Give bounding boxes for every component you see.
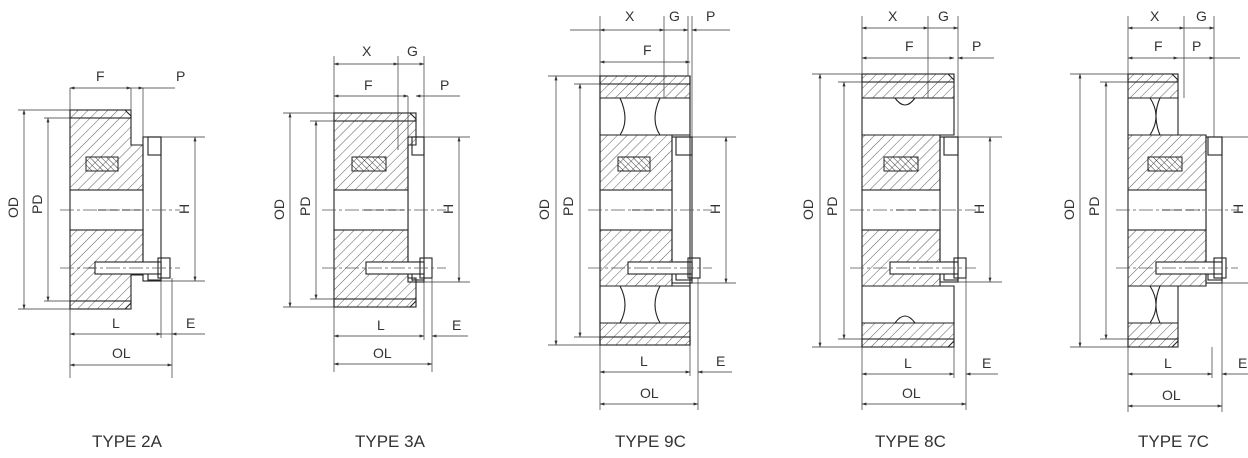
label-g: G — [1196, 8, 1207, 24]
label-pd: PD — [560, 197, 576, 216]
label-l: L — [112, 315, 120, 331]
label-od: OD — [800, 199, 816, 220]
label-od: OD — [271, 199, 287, 220]
label-od: OD — [1061, 199, 1077, 220]
label-f: F — [364, 77, 373, 93]
label-g: G — [938, 8, 949, 24]
label-pd: PD — [297, 197, 313, 216]
label-ol: OL — [112, 345, 131, 361]
label-h: H — [707, 204, 723, 214]
label-p: P — [440, 77, 449, 93]
label-e: E — [716, 353, 725, 369]
label-l: L — [377, 317, 385, 333]
caption-type-9c: TYPE 9C — [615, 432, 686, 451]
label-x: X — [625, 8, 635, 24]
pulley-type-2a: F P OD PD H L E OL TYPE 2A — [5, 68, 205, 451]
label-p: P — [176, 68, 185, 84]
label-x: X — [1150, 8, 1160, 24]
label-ol: OL — [1162, 387, 1181, 403]
label-f: F — [643, 42, 652, 58]
label-x: X — [362, 43, 372, 59]
label-e: E — [1238, 355, 1247, 371]
label-e: E — [452, 317, 461, 333]
caption-type-3a: TYPE 3A — [355, 432, 426, 451]
caption-type-2a: TYPE 2A — [92, 432, 163, 451]
label-pd: PD — [1086, 197, 1102, 216]
label-l: L — [640, 353, 648, 369]
label-h: H — [176, 204, 192, 214]
label-f: F — [905, 38, 914, 54]
label-pd: PD — [824, 197, 840, 216]
label-h: H — [1230, 204, 1246, 214]
label-od: OD — [536, 199, 552, 220]
label-e: E — [982, 355, 991, 371]
label-p: P — [972, 38, 981, 54]
label-p: P — [706, 8, 715, 24]
pulley-type-9c: X G P F OD PD H L E OL TYPE 9C — [536, 8, 736, 451]
caption-type-8c: TYPE 8C — [875, 432, 946, 451]
label-g: G — [407, 43, 418, 59]
label-pd: PD — [29, 195, 45, 214]
label-h: H — [971, 204, 987, 214]
label-ol: OL — [640, 385, 659, 401]
label-p: P — [1192, 38, 1201, 54]
label-e: E — [186, 315, 195, 331]
caption-type-7c: TYPE 7C — [1138, 432, 1209, 451]
label-od: OD — [5, 197, 21, 218]
label-h: H — [440, 204, 456, 214]
label-x: X — [888, 8, 898, 24]
label-l: L — [1164, 355, 1172, 371]
label-g: G — [669, 8, 680, 24]
label-f: F — [96, 68, 105, 84]
pulley-type-3a: X G F P OD PD H L E OL TYPE 3A — [271, 43, 470, 451]
label-ol: OL — [373, 345, 392, 361]
pulley-type-7c: X G F P OD PD H L E OL TYPE 7C — [1061, 8, 1248, 451]
label-f: F — [1154, 38, 1163, 54]
pulley-type-8c: X G F P OD PD H L E OL TYPE 8C — [800, 8, 1002, 451]
label-ol: OL — [902, 385, 921, 401]
label-l: L — [904, 355, 912, 371]
